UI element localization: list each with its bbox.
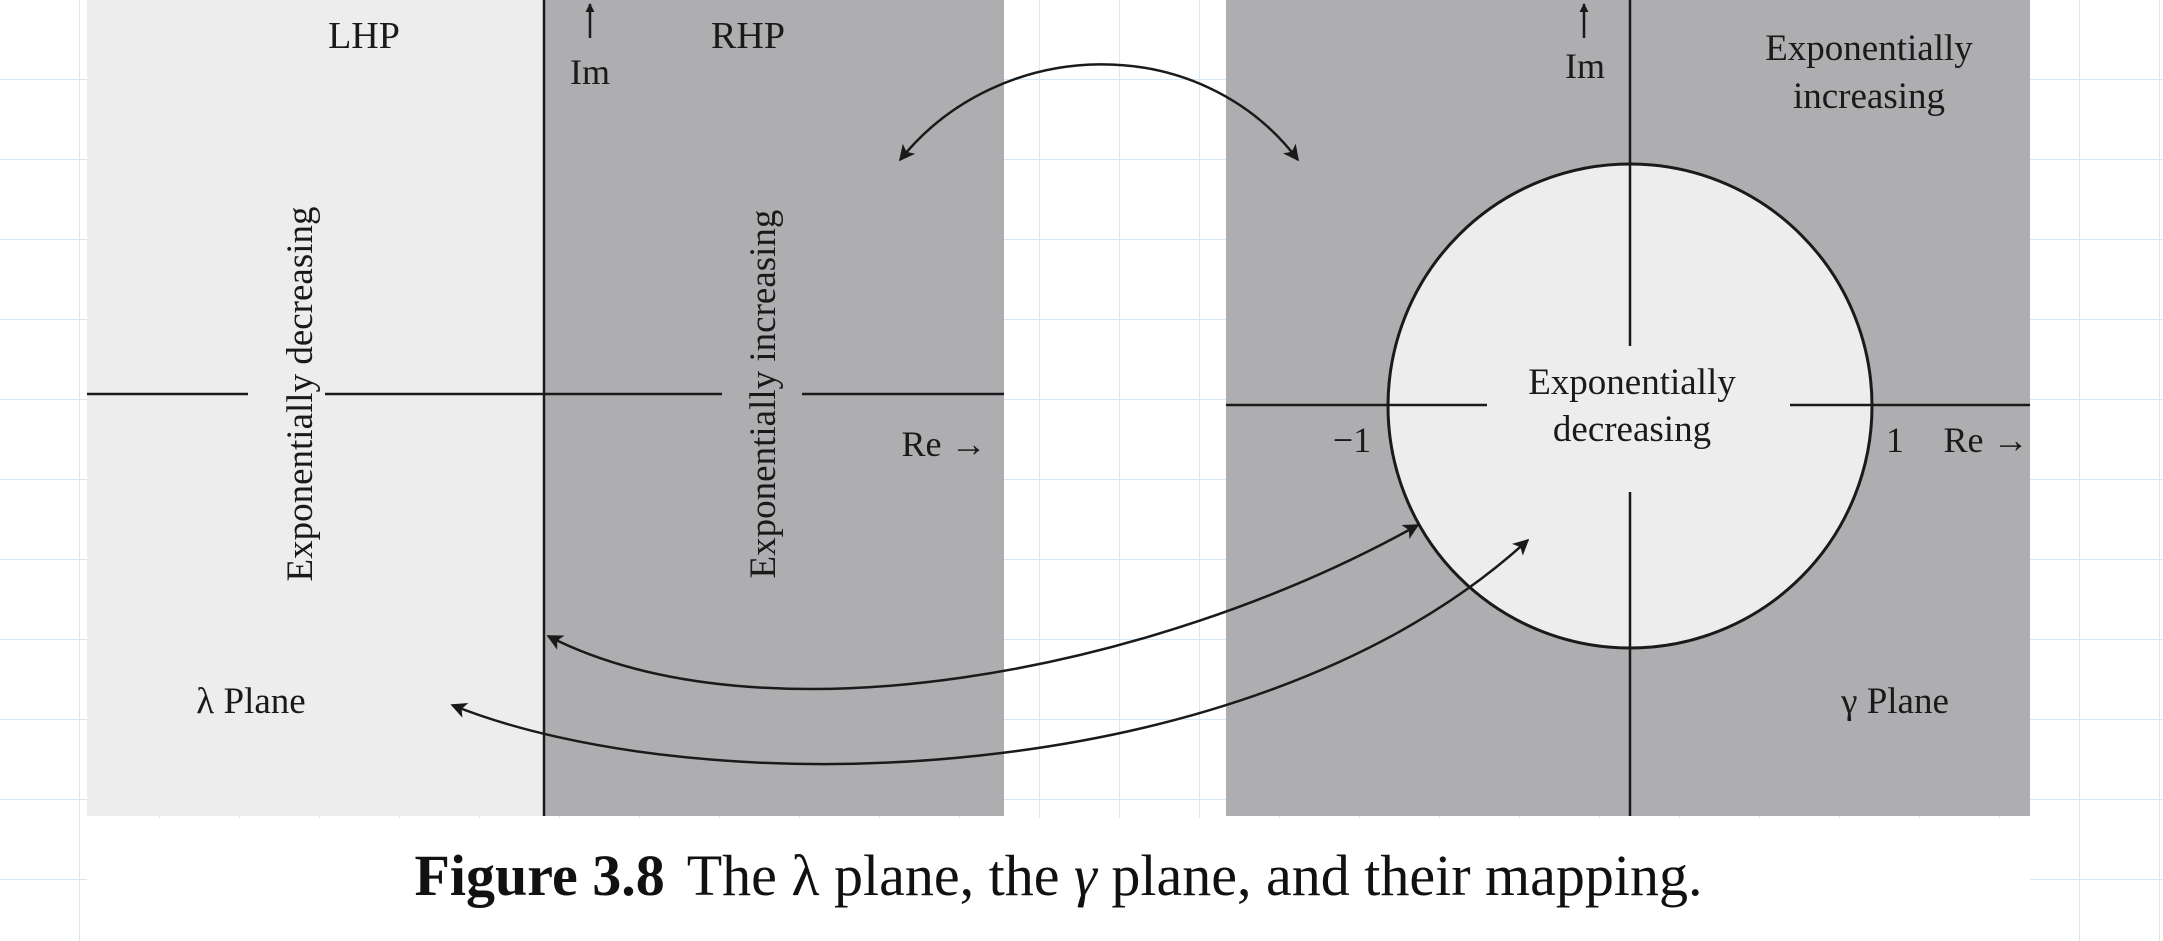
gamma-plane-label: γ Plane	[1840, 681, 1949, 722]
caption-text-part1: The λ plane, the	[686, 843, 1075, 908]
lambda-im-label: Im	[570, 52, 610, 92]
gamma-plane: Im Exponentially increasing Exponentiall…	[1226, 0, 2030, 816]
gamma-decreasing-label-line1: Exponentially	[1528, 362, 1736, 403]
lhp-decreasing-label: Exponentially decreasing	[280, 206, 321, 581]
rhp-to-exterior-arrow	[898, 63, 1299, 162]
gamma-re-label: Re →	[1944, 420, 2029, 460]
caption-gamma-symbol: γ	[1074, 843, 1097, 908]
gamma-increasing-label-line2: increasing	[1793, 76, 1945, 117]
minus-one-label: −1	[1333, 420, 1371, 460]
one-label: 1	[1886, 420, 1904, 460]
lambda-re-label: Re →	[902, 424, 987, 464]
lhp-to-interior-arrow	[450, 538, 1530, 766]
caption-text-part2: plane, and their mapping.	[1096, 843, 1703, 908]
gamma-im-label: Im	[1565, 46, 1605, 86]
gamma-decreasing-label-line2: decreasing	[1553, 409, 1711, 450]
figure-number: Figure 3.8	[414, 843, 665, 908]
rhp-label: RHP	[711, 15, 785, 57]
gamma-increasing-label-line1: Exponentially	[1765, 28, 1973, 69]
lhp-label: LHP	[328, 15, 400, 57]
lambda-plane-label: λ Plane	[196, 681, 305, 722]
figure-caption: Figure 3.8 The λ plane, the γ plane, and …	[87, 836, 2030, 916]
lambda-plane: LHP RHP Im Re → Exponentially decreasing…	[87, 0, 1004, 816]
mapping-arrows	[450, 63, 1530, 766]
rhp-increasing-label: Exponentially increasing	[743, 210, 784, 579]
caption-background	[87, 818, 2030, 941]
